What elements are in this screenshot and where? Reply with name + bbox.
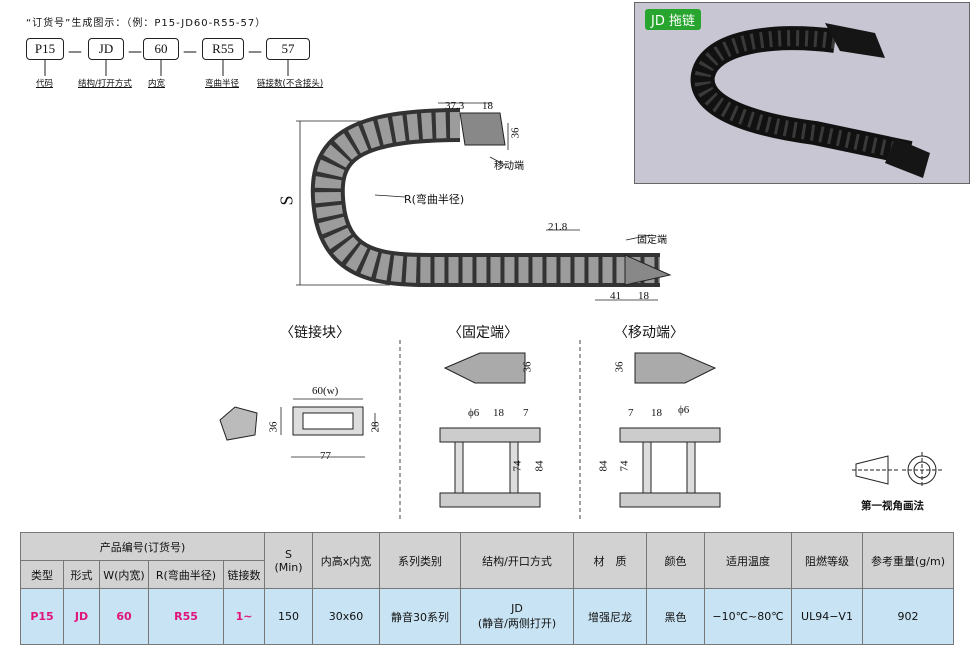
code-box-radius: R55 [202, 38, 244, 60]
link-height-36: 36 [267, 421, 280, 433]
cell-temp: −10℃~80℃ [704, 588, 792, 645]
group-header: 产品编号(订货号) [20, 532, 265, 561]
moving-height-84: 84 [597, 460, 610, 472]
cell-series: 静音30系列 [379, 588, 461, 645]
code-label-radius: 弯曲半径 [205, 79, 240, 89]
moving-d7: 7 [628, 407, 634, 419]
moving-height-74: 74 [618, 460, 631, 472]
fixed-d7: 7 [523, 407, 529, 419]
header-weight: 参考重量(g/m) [862, 532, 954, 589]
code-dash: — [128, 44, 142, 60]
s-header: S (Min) [264, 532, 313, 589]
moving-phi6: ϕ6 [678, 404, 690, 416]
cell-form: JD [63, 588, 100, 645]
code-box-form: JD [88, 38, 124, 60]
cell-flame: UL94−V1 [791, 588, 863, 645]
product-badge: JD 拖链 [645, 9, 701, 30]
fixed-height-84: 84 [533, 460, 546, 472]
header-material: 材 质 [573, 532, 647, 589]
section-dividers [399, 340, 581, 522]
code-box-width: 60 [143, 38, 179, 60]
header-temp: 适用温度 [704, 532, 792, 589]
chain-side-drawing [296, 102, 672, 301]
spec-table: 产品编号(订货号) S (Min) 内高x内宽 系列类别 结构/开口方式 材 质… [20, 532, 954, 645]
code-label-width: 内宽 [148, 79, 166, 89]
dim-41: 41 [610, 290, 621, 302]
cell-weight: 902 [862, 588, 954, 645]
first-angle-projection-icon [852, 452, 942, 488]
fixed-end-drawing [439, 352, 541, 508]
cell-radius: R55 [148, 588, 224, 645]
cell-color: 黑色 [646, 588, 705, 645]
projection-label: 第一视角画法 [861, 500, 924, 512]
cell-type: P15 [20, 588, 64, 645]
cell-material: 增强尼龙 [573, 588, 647, 645]
fixed-phi6: ϕ6 [468, 407, 480, 419]
fixed-end-label: 固定端 [637, 235, 667, 246]
product-photo: JD 拖链 [634, 2, 970, 184]
dim-21-8: 21.8 [548, 221, 568, 233]
code-label-type: 代码 [36, 79, 54, 89]
fixed-height-74: 74 [511, 460, 524, 472]
header-size: 内高x内宽 [312, 532, 380, 589]
cell-width: 60 [99, 588, 149, 645]
link-width-label: 60(w) [312, 385, 339, 397]
order-example-title: “订货号”生成图示：（例：P15-JD60-R55-57） [26, 18, 267, 29]
link-block-title: 〈链接块〉 [280, 326, 350, 341]
moving-end-drawing [619, 352, 721, 508]
link-block-drawing [219, 398, 376, 458]
header-structure: 结构/开口方式 [460, 532, 574, 589]
header-flame: 阻燃等级 [791, 532, 863, 589]
code-connector-lines [44, 60, 289, 76]
code-dash: — [68, 44, 82, 60]
header-color: 颜色 [646, 532, 705, 589]
code-dash: — [248, 44, 262, 60]
code-label-links: 链接数(不含接头) [257, 79, 324, 89]
cell-size: 30x60 [312, 588, 380, 645]
subheader-width: W(内宽) [99, 560, 149, 589]
moving-end-title: 〈移动端〉 [614, 326, 684, 341]
subheader-type: 类型 [20, 560, 64, 589]
header-series: 系列类别 [379, 532, 461, 589]
code-dash: — [183, 44, 197, 60]
code-box-type: P15 [26, 38, 64, 60]
cell-structure-line1: JD [511, 602, 523, 615]
subheader-form: 形式 [63, 560, 100, 589]
subheader-radius: R(弯曲半径) [148, 560, 224, 589]
cell-structure: JD (静音/两侧打开) [460, 588, 574, 645]
fixed-d18: 18 [493, 407, 504, 419]
fixed-end-title: 〈固定端〉 [448, 326, 518, 341]
code-box-links: 57 [266, 38, 310, 60]
dim-18-bottom: 18 [638, 290, 649, 302]
link-width-77: 77 [320, 450, 331, 462]
cell-structure-line2: (静音/两侧打开) [477, 617, 557, 630]
moving-height-36: 36 [613, 361, 626, 373]
drag-chain-photo [690, 23, 930, 178]
link-height-28: 28 [369, 421, 382, 433]
code-label-form: 结构/打开方式 [78, 79, 132, 89]
moving-d18: 18 [651, 407, 662, 419]
subheader-links: 链接数 [223, 560, 265, 589]
moving-end-label: 移动端 [494, 161, 524, 172]
cell-s: 150 [264, 588, 313, 645]
dim-18-top: 18 [482, 100, 493, 112]
fixed-height-36: 36 [521, 361, 534, 373]
cell-links: 1~ [223, 588, 265, 645]
dim-37-3: 37.3 [445, 100, 465, 112]
radius-label: R(弯曲半径) [404, 193, 465, 206]
